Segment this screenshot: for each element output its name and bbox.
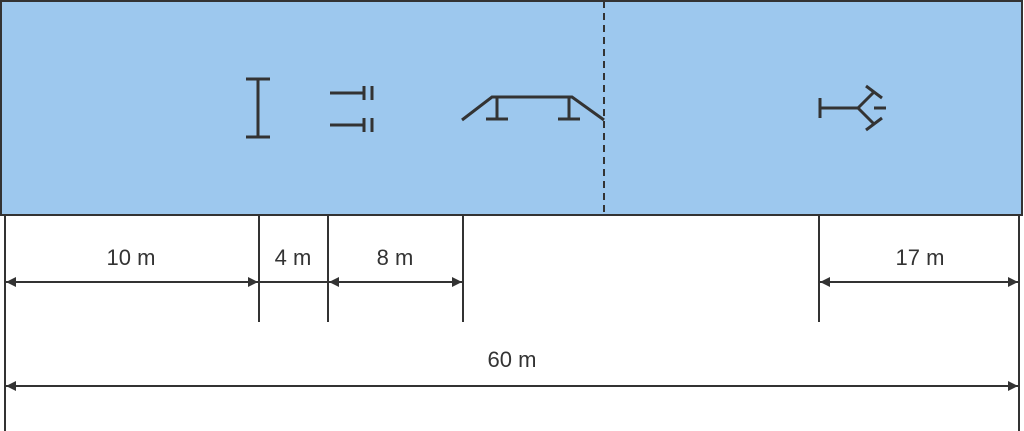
- dim-label-60m: 60 m: [488, 347, 537, 372]
- i-beam-icon: [246, 77, 270, 139]
- dim-label-17m: 17 m: [896, 245, 945, 270]
- double-bracket-icon: [330, 86, 374, 132]
- extension-lines: [4, 215, 1020, 431]
- dim-label-4m: 4 m: [275, 245, 312, 270]
- ramp-icon: [461, 95, 605, 122]
- dim-label-8m: 8 m: [377, 245, 414, 270]
- dimension-arrows: [6, 277, 1018, 391]
- drain-fork-icon: [818, 84, 886, 132]
- dim-label-10m: 10 m: [107, 245, 156, 270]
- water-area: [0, 0, 1023, 216]
